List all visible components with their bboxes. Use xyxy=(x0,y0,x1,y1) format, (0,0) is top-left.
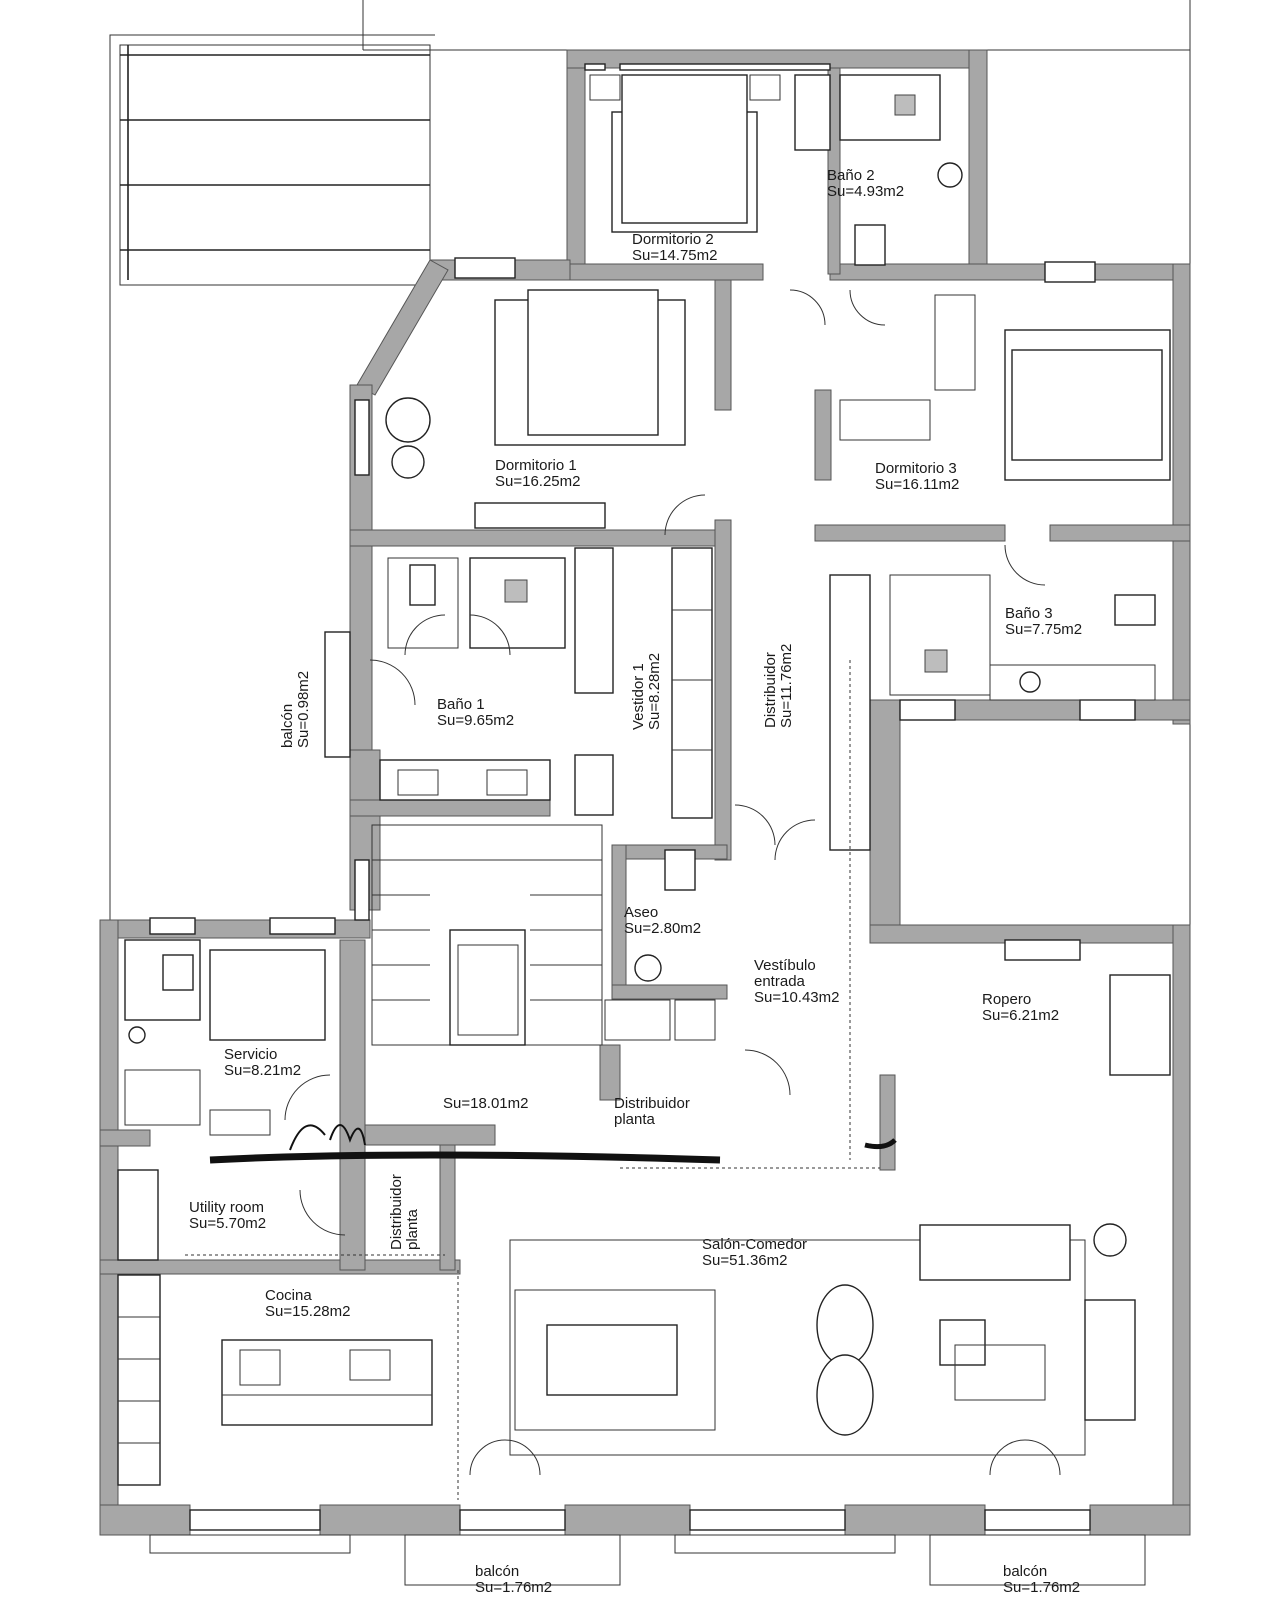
distribuidor-planta-1-line1: Distribuidor xyxy=(614,1095,690,1112)
distribuidor-name: Distribuidor xyxy=(762,652,779,728)
aseo-area: Su=2.80m2 xyxy=(624,920,702,937)
dormitorio2-area: Su=14.75m2 xyxy=(632,247,718,264)
dormitorio1-name: Dormitorio 1 xyxy=(495,457,577,474)
dormitorio3-area: Su=16.11m2 xyxy=(875,476,960,493)
site-context-lines xyxy=(109,0,1191,1275)
door-swings xyxy=(284,289,1061,1476)
vestidor1-area: Su=8.28m2 xyxy=(646,652,663,730)
dormitorio2-name: Dormitorio 2 xyxy=(632,231,714,248)
balcon-left-area: Su=1.76m2 xyxy=(475,1579,553,1596)
distribuidor-planta-1-line2: planta xyxy=(614,1111,655,1128)
distribuidor-area: Su=11.76m2 xyxy=(778,643,795,728)
furniture xyxy=(117,74,1171,1486)
balcon-right-area: Su=1.76m2 xyxy=(1003,1579,1081,1596)
ropero-name: Ropero xyxy=(982,991,1032,1008)
bano3-area: Su=7.75m2 xyxy=(1005,621,1083,638)
balcon-side-name: balcón xyxy=(279,703,296,748)
dashed-guides xyxy=(185,660,880,1500)
ropero-area: Su=6.21m2 xyxy=(982,1007,1060,1024)
windows xyxy=(149,63,1146,1586)
bano1-area: Su=9.65m2 xyxy=(437,712,515,729)
utility-area: Su=5.70m2 xyxy=(189,1215,267,1232)
servicio-name: Servicio xyxy=(224,1046,278,1063)
salon-name: Salón-Comedor xyxy=(702,1236,808,1253)
dormitorio3-name: Dormitorio 3 xyxy=(875,460,957,477)
servicio-area: Su=8.21m2 xyxy=(224,1062,302,1079)
bano1-name: Baño 1 xyxy=(437,696,485,713)
bano3-name: Baño 3 xyxy=(1005,605,1053,622)
distribuidor-planta-2-line2: planta xyxy=(404,1209,421,1250)
utility-name: Utility room xyxy=(189,1199,265,1216)
cocina-area: Su=15.28m2 xyxy=(265,1303,351,1320)
vestibulo-area: Su=10.43m2 xyxy=(754,989,840,1006)
stair-area: Su=18.01m2 xyxy=(443,1095,529,1112)
balcon-right-name: balcón xyxy=(1003,1563,1048,1580)
vestibulo-line2: entrada xyxy=(754,973,805,990)
aseo-name: Aseo xyxy=(624,904,659,921)
balcon-side-area: Su=0.98m2 xyxy=(295,670,312,748)
bano2-name: Baño 2 xyxy=(827,167,875,184)
cocina-name: Cocina xyxy=(265,1287,312,1304)
walls xyxy=(99,49,1191,1536)
salon-area: Su=51.36m2 xyxy=(702,1252,788,1269)
dormitorio1-area: Su=16.25m2 xyxy=(495,473,581,490)
balcon-left-name: balcón xyxy=(475,1563,520,1580)
scribble-mark xyxy=(209,1124,897,1164)
vestibulo-line1: Vestíbulo xyxy=(754,957,816,974)
vestidor1-name: Vestidor 1 xyxy=(630,663,647,730)
bano2-area: Su=4.93m2 xyxy=(827,183,905,200)
distribuidor-planta-2-line1: Distribuidor xyxy=(388,1174,405,1250)
